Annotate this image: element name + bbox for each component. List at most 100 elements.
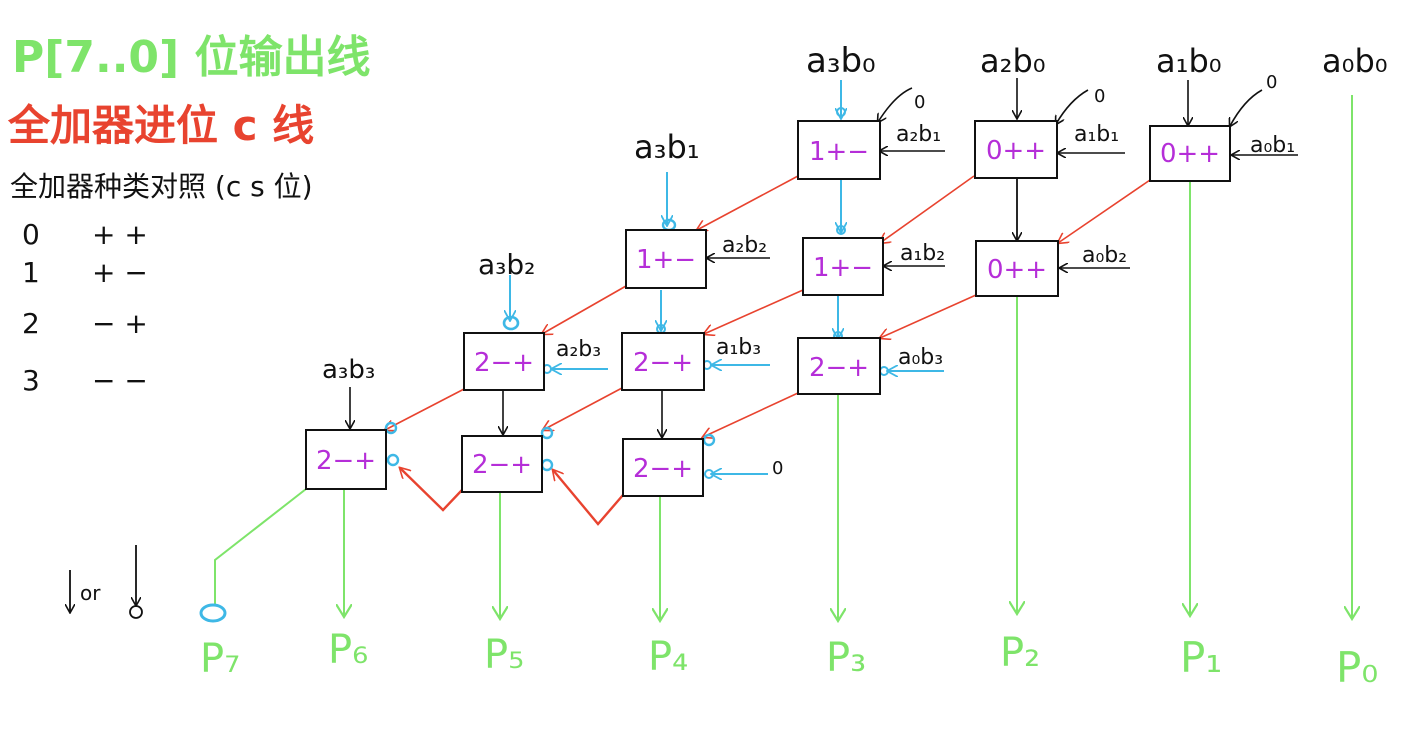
adder-r2c2-label: 1+− (813, 253, 873, 283)
adder-r3c1 (463, 332, 545, 391)
p7-circle-icon (199, 603, 227, 623)
output-labels: P₇ P₆ P₅ P₄ P₃ P₂ P₁ P₀ (200, 627, 1378, 692)
legend-output-line: P[7..0] 位输出线 (12, 32, 370, 83)
carry-r2c2-to-r3c2 (704, 289, 804, 334)
a3b0-circle-icon (836, 107, 846, 117)
adder-r4c1-label: 2−+ (316, 446, 376, 476)
adder-r1c3 (1149, 125, 1231, 182)
output-p0: P₀ (1336, 643, 1378, 692)
output-p6: P₆ (328, 627, 368, 673)
carry-r4c3-to-r4c2 (553, 470, 624, 526)
r4c1-top-circle-icon (384, 421, 398, 435)
carry-r2c1-to-r3c1 (542, 285, 627, 334)
adder-r1c3-label: 0++ (1160, 139, 1220, 169)
legend-row-3-signs: − − (92, 364, 148, 397)
label-a2b2: a₂b₂ (722, 233, 767, 258)
legend-table-title: 全加器种类对照 (c s 位) (10, 170, 313, 203)
label-a0b2: a₀b₂ (1082, 243, 1127, 268)
label-carry0-r1c3: 0 (1266, 72, 1277, 93)
adder-r2c1 (625, 229, 707, 289)
arrow-carry0-r1c3 (1230, 89, 1263, 126)
output-p3: P₃ (826, 635, 866, 681)
a3b2-circle-icon (502, 315, 520, 331)
adder-r3c2-label: 2−+ (633, 348, 693, 378)
output-p5: P₅ (484, 632, 524, 678)
output-p4: P₄ (648, 634, 688, 680)
label-a0b3: a₀b₃ (898, 345, 943, 370)
label-a3b0: a₃b₀ (806, 41, 876, 81)
carry-r3c1-to-r4c1 (385, 387, 467, 430)
legend-row-0-signs: + + (92, 218, 148, 251)
label-a2b1: a₂b₁ (896, 122, 941, 147)
label-a0b0: a₀b₀ (1322, 42, 1388, 80)
input-labels: a₃b₀ a₂b₀ a₁b₀ a₀b₀ 0 0 0 a₂b₁ a₁b₁ a₀b₁… (322, 41, 1388, 479)
note-or-text: or (80, 581, 101, 605)
label-a3b3: a₃b₃ (322, 355, 375, 385)
adder-r3c1-label: 2−+ (474, 348, 534, 378)
carry-r2c3-to-r3c3 (880, 294, 977, 338)
input-arrows (350, 78, 1298, 478)
r4c3-side-circle-icon (704, 469, 714, 479)
adder-r1c2-label: 0++ (986, 136, 1046, 166)
r2c2-circle-icon (836, 225, 846, 235)
adder-r2c1-label: 1+− (636, 245, 696, 275)
legend: P[7..0] 位输出线 全加器进位 c 线 全加器种类对照 (c s 位) 0… (7, 32, 370, 619)
label-a3b2: a₃b₂ (478, 248, 535, 281)
output-line-p7 (214, 488, 307, 605)
carry-r1c2-to-r2c2 (880, 175, 975, 243)
label-a2b3: a₂b₃ (556, 337, 601, 362)
adder-r2c3-label: 0++ (987, 255, 1047, 285)
adder-r4c3-label: 2−+ (633, 454, 693, 484)
arrow-carry0-r1c2 (1056, 89, 1089, 124)
adder-r4c2 (461, 435, 543, 493)
output-lines (199, 95, 1352, 623)
adder-r4c1 (305, 429, 387, 490)
r4c2-top-circle-icon (540, 426, 554, 440)
carry-lines (385, 175, 1151, 526)
legend-carry-line: 全加器进位 c 线 (7, 101, 314, 150)
r4c1-side-circle-icon (386, 453, 400, 467)
output-p2: P₂ (1000, 630, 1040, 676)
label-carry0-r1c2: 0 (1094, 86, 1105, 107)
adder-r4c2-label: 2−+ (472, 450, 532, 480)
carry-r1c1-to-r2c1 (697, 175, 799, 230)
arrow-carry0-r1c1 (878, 87, 913, 122)
adder-r1c2 (974, 120, 1058, 179)
carry-r3c2-to-r4c2 (543, 387, 623, 430)
adder-r1c1-label: 1+− (809, 137, 869, 167)
adder-r3c3 (797, 337, 881, 395)
legend-row-2-signs: − + (92, 307, 148, 340)
label-a1b1: a₁b₁ (1074, 122, 1119, 147)
adder-r1c1 (797, 120, 881, 180)
adder-cells: 1+− 0++ 0++ 1+− 1+− 0++ 2−+ 2−+ 2−+ 2−+ … (305, 120, 1231, 497)
adder-r2c3 (975, 240, 1059, 297)
legend-row-3-code: 3 (22, 364, 40, 397)
legend-row-1-signs: + − (92, 256, 148, 289)
adder-r2c2 (802, 237, 884, 296)
carry-r4c2-to-r4c1 (400, 468, 463, 512)
legend-row-2-code: 2 (22, 307, 40, 340)
output-p1: P₁ (1180, 633, 1222, 682)
adder-r4c3 (622, 438, 704, 497)
legend-row-0-code: 0 (22, 218, 40, 251)
carry-r1c3-to-r2c3 (1058, 179, 1151, 243)
adder-r3c3-label: 2−+ (809, 353, 869, 383)
note-circle-icon (129, 605, 143, 619)
label-a3b1: a₃b₁ (634, 128, 700, 166)
label-a2b0: a₂b₀ (980, 42, 1046, 80)
r4c3-top-circle-icon (702, 433, 716, 447)
output-p7: P₇ (200, 636, 240, 682)
legend-row-1-code: 1 (22, 256, 40, 289)
a3b1-circle-icon (661, 218, 677, 232)
label-carry0-r4c3: 0 (772, 458, 783, 479)
r3c3-side-circle-icon (879, 366, 889, 376)
r4c2-side-circle-icon (540, 458, 554, 472)
label-a1b0: a₁b₀ (1156, 42, 1222, 80)
label-a0b1: a₀b₁ (1250, 133, 1295, 158)
label-a1b3: a₁b₃ (716, 335, 761, 360)
carry-r3c3-to-r4c3 (703, 392, 799, 437)
adder-r3c2 (621, 332, 705, 391)
label-carry0-r1c1: 0 (914, 92, 925, 113)
label-a1b2: a₁b₂ (900, 241, 945, 266)
